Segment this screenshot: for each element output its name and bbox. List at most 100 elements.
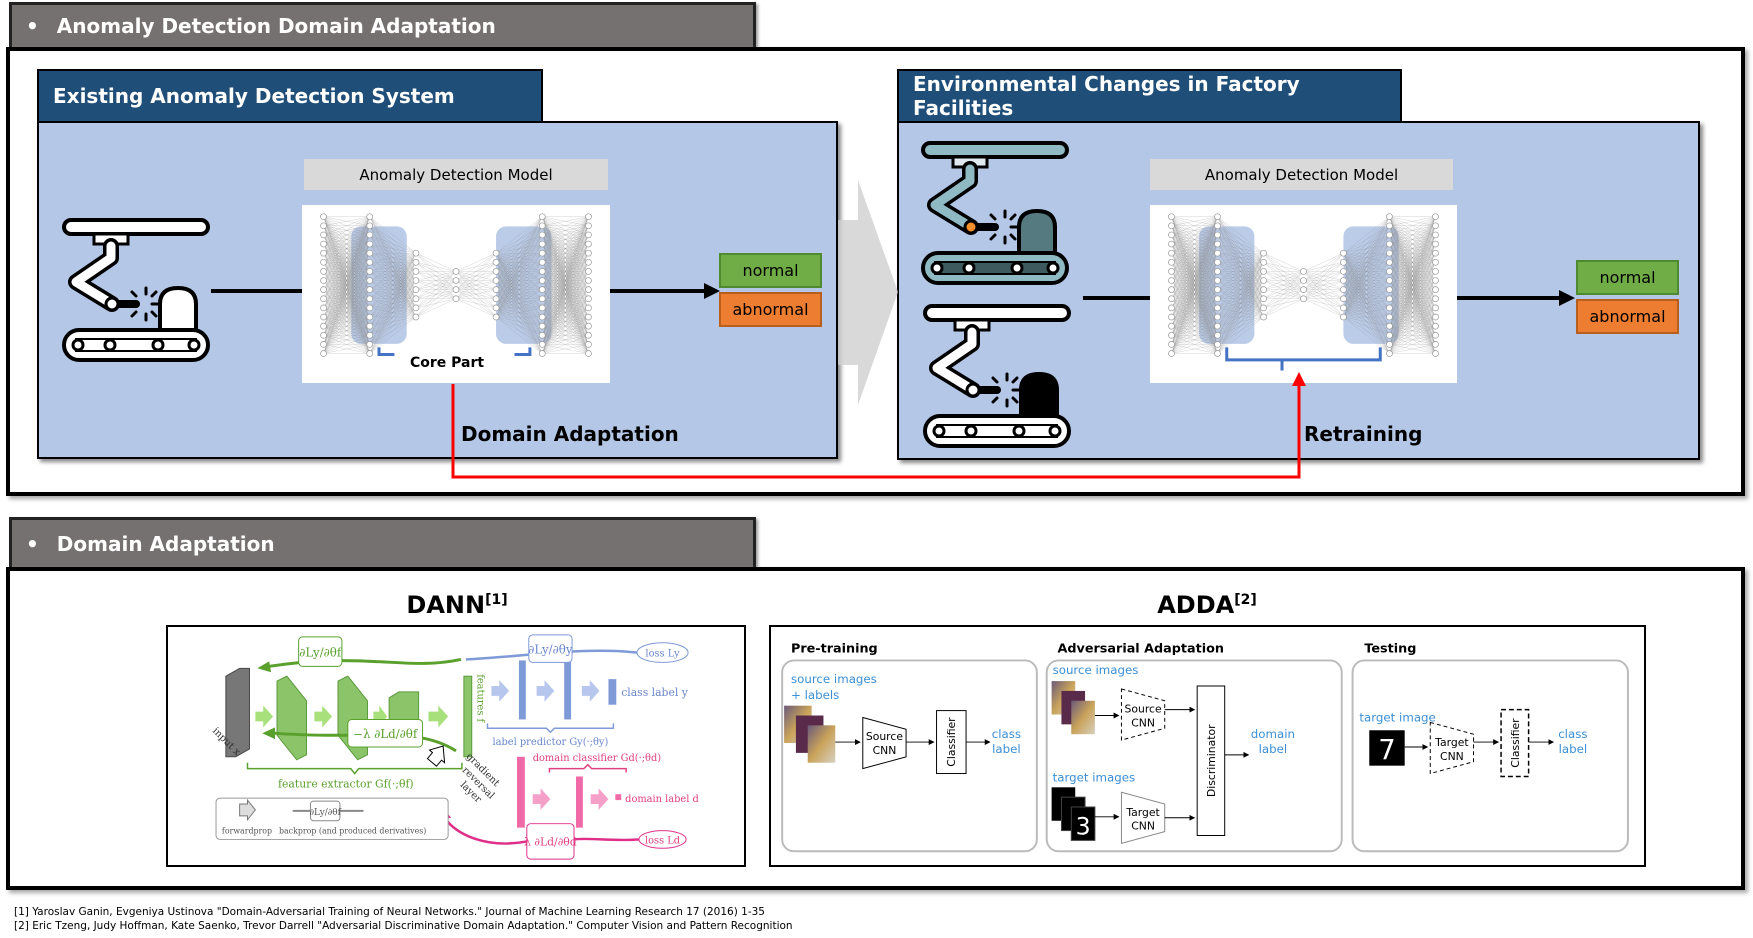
- neuron-node: [492, 286, 500, 294]
- core-layer-highlight: [1199, 226, 1255, 344]
- neuron-node: [320, 277, 327, 284]
- neuron-node: [1260, 295, 1267, 303]
- abnormal-output: abnormal: [1576, 299, 1679, 334]
- neuron-node: [1432, 350, 1439, 357]
- neuron-node: [1168, 249, 1175, 257]
- neuron-node: [538, 213, 546, 221]
- classifier-label: Classifier: [945, 717, 958, 767]
- class-label-1: class: [992, 727, 1021, 741]
- classifier-box: [936, 710, 967, 775]
- neuron-node: [1432, 322, 1439, 330]
- neuron-node: [320, 313, 327, 321]
- neuron-node: [585, 350, 592, 357]
- neuron-node: [1214, 277, 1221, 284]
- neuron-node: [366, 313, 374, 321]
- neuron-node: [1386, 277, 1393, 284]
- target-image-stack: 3: [1051, 787, 1096, 841]
- class-label-y: class label y: [621, 686, 689, 699]
- class-label-2: label: [1559, 742, 1588, 756]
- core-layer-highlight: [351, 226, 407, 344]
- legend-forward-icon: [239, 798, 257, 822]
- neuron-node: [492, 258, 500, 266]
- neuron-node: [366, 258, 374, 266]
- neuron-node: [538, 350, 546, 357]
- class-label-2: label: [992, 742, 1021, 756]
- neuron-node: [320, 304, 327, 312]
- legend-grad: ∂Ly/∂θf: [309, 808, 341, 818]
- autoencoder-network: [1150, 205, 1457, 383]
- neuron-node: [1432, 277, 1439, 284]
- neuron-node: [366, 331, 374, 339]
- neuron-node: [1214, 322, 1221, 330]
- neuron-node: [320, 341, 327, 348]
- neuron-node: [320, 322, 327, 330]
- robot-arm-icon: [62, 218, 210, 362]
- neuron-node: [320, 268, 327, 275]
- neuron-node: [1214, 313, 1221, 321]
- neuron-node: [320, 258, 327, 266]
- neuron-node: [1386, 249, 1393, 257]
- input-plane: [225, 667, 250, 758]
- features-label: features f: [475, 674, 486, 723]
- neuron-node: [1214, 268, 1221, 275]
- neuron-node: [1168, 213, 1175, 221]
- neuron-node: [1386, 258, 1393, 266]
- neuron-node: [1214, 231, 1221, 239]
- discriminator-label: Discriminator: [1205, 724, 1218, 797]
- neuron-node: [538, 331, 546, 339]
- neuron-node: [1432, 341, 1439, 348]
- neuron-node: [366, 240, 374, 248]
- neuron-node: [585, 313, 592, 321]
- neuron-node: [1168, 304, 1175, 312]
- bullet: •: [26, 14, 39, 38]
- neuron-node: [1300, 277, 1307, 284]
- neuron-node: [366, 222, 374, 230]
- neuron-node: [1432, 304, 1439, 312]
- domain-adaptation-caption: Domain Adaptation: [461, 422, 679, 446]
- neuron-node: [1168, 277, 1175, 284]
- grad-d-d: λ ∂Ld/∂θd: [524, 835, 577, 848]
- neuron-node: [1214, 286, 1221, 294]
- neuron-node: [1214, 258, 1221, 266]
- neuron-node: [1340, 258, 1347, 266]
- neuron-node: [412, 268, 420, 275]
- neuron-node: [1214, 304, 1221, 312]
- target-images-label: target images: [1053, 770, 1136, 784]
- neuron-node: [412, 258, 420, 266]
- label-predictor-label: label predictor Gy(·;θy): [493, 737, 609, 748]
- neuron-node: [585, 222, 592, 230]
- core-bracket: [1225, 347, 1382, 371]
- input-connector-line: [1083, 296, 1150, 300]
- environment-changes-header: Environmental Changes in Factory Facilit…: [897, 69, 1402, 121]
- neuron-node: [585, 322, 592, 330]
- neuron-node: [1386, 313, 1393, 321]
- neuron-node: [1300, 268, 1307, 275]
- dann-diagram: ∂Ly/∂θf −λ ∂Ld/∂θf feature extractor Gf(…: [166, 625, 746, 867]
- neuron-node: [366, 249, 374, 257]
- svg-text:3: 3: [1076, 813, 1091, 841]
- model-label: Anomaly Detection Model: [1150, 159, 1453, 190]
- neuron-node: [585, 268, 592, 275]
- target-digit: 7: [1378, 734, 1396, 766]
- neuron-node: [366, 231, 374, 239]
- neuron-node: [1260, 258, 1267, 266]
- neuron-node: [1260, 286, 1267, 294]
- neuron-node: [538, 268, 546, 275]
- adda-title: ADDA[2]: [1057, 591, 1357, 619]
- backprop-arrow-y: [268, 658, 462, 668]
- pretraining-title: Pre-training: [791, 642, 878, 657]
- neuron-node: [585, 341, 592, 348]
- neuron-node: [1432, 258, 1439, 266]
- neuron-node: [1260, 268, 1267, 275]
- pretraining-panel: [781, 659, 1038, 853]
- neuron-node: [366, 277, 374, 284]
- neuron-node: [452, 277, 460, 284]
- output-arrow-icon: [610, 283, 720, 299]
- normal-output: normal: [1576, 260, 1679, 295]
- neuron-node: [1260, 304, 1267, 312]
- discriminator-box: [1196, 685, 1226, 836]
- legend-forward-label: forwardprop: [222, 827, 272, 836]
- neuron-node: [1386, 341, 1393, 348]
- neuron-node: [320, 331, 327, 339]
- core-bracket: [377, 347, 395, 357]
